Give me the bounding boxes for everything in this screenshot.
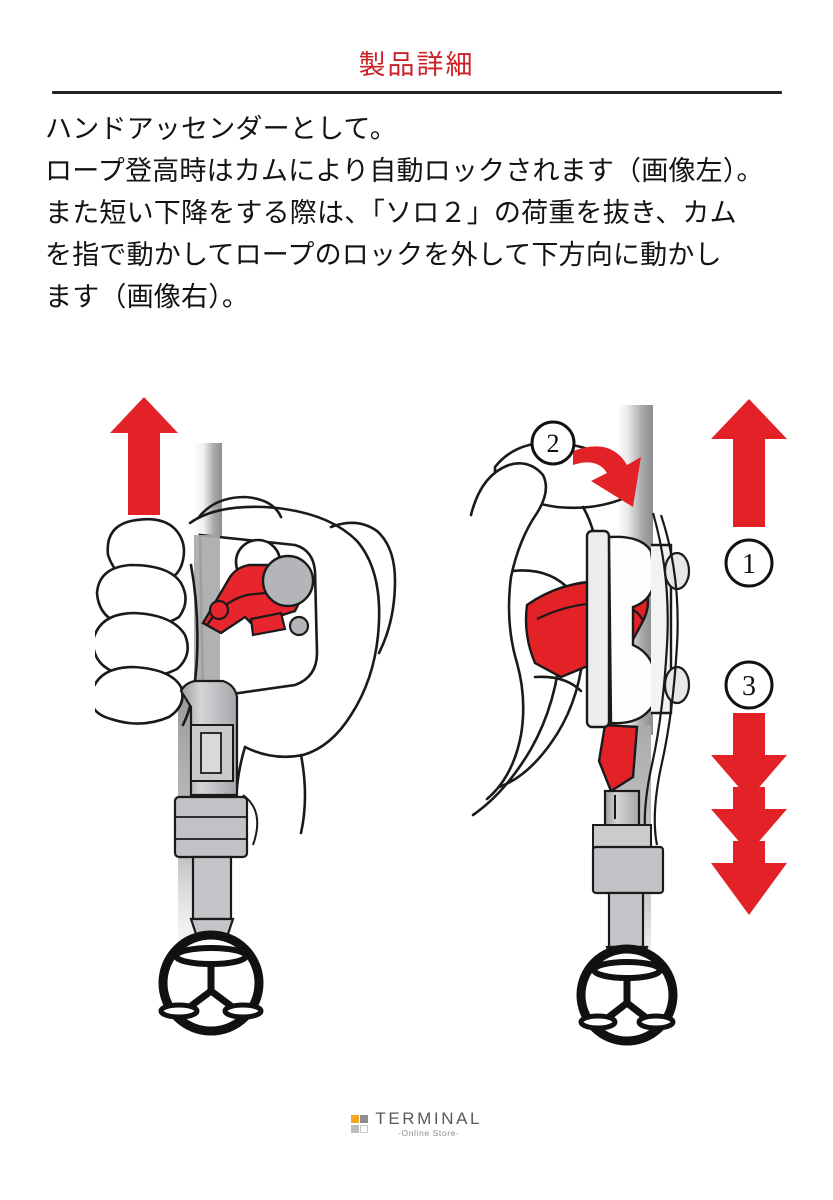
callout-1: 1 [724,538,774,588]
ring-symbol [576,944,678,1046]
figure-descending: 2 1 3 [465,395,815,1055]
callout-2-label: 2 [547,429,560,458]
description-line-5: ます（画像右）。 [45,282,250,312]
callout-3-label: 3 [742,671,756,702]
arrow-up-icon [110,397,178,515]
ascender-rivet [288,615,310,637]
illustration-area: 2 1 3 [0,395,833,1055]
figure-descending-svg: 2 1 3 [469,399,787,1046]
description-line-2: ロープ登高時はカムにより自動ロックされます（画像左）。 [45,156,764,186]
connector-assembly [173,679,259,939]
arrow-up-icon [711,399,787,527]
callout-2: 2 [530,420,641,507]
figure-ascending [89,395,425,1055]
footer: TERMINAL -Online Store- [0,1110,833,1138]
page-title: 製品詳細 [358,50,475,80]
logo-name: TERMINAL [375,1109,483,1128]
logo-square-bottom-left [350,1124,359,1133]
connector-assembly [591,789,665,967]
logo-square-top-right [360,1115,369,1123]
ring-symbol [158,930,264,1036]
hand-illustration [89,495,397,835]
callout-3: 3 [724,660,774,710]
logo-grid-icon [350,1115,369,1133]
logo-square-bottom-right [360,1124,369,1133]
callout-1-label: 1 [742,549,756,580]
locking-barrel [591,845,665,895]
logo-subtitle: -Online Store- [398,1128,460,1138]
arrow-down-icon [711,713,787,915]
locking-barrel [173,795,249,859]
description-text: ハンドアッセンダーとして。 ロープ登高時はカムにより自動ロックされます（画像左）… [45,108,805,318]
description-line-3: また短い下降をする際は、「ソロ２」の荷重を抜き、カム [45,198,737,228]
terminal-logo[interactable]: TERMINAL -Online Store- [350,1110,482,1138]
logo-text: TERMINAL -Online Store- [375,1110,482,1138]
ascender-body [585,512,691,848]
logo-square-top-left [350,1115,359,1123]
cam-thumb-knob [261,554,315,608]
description-line-1: ハンドアッセンダーとして。 [45,114,397,144]
title-divider [52,91,782,94]
figure-ascending-svg [89,397,397,1036]
description-line-4: を指で動かしてロープのロックを外して下方向に動かし [45,240,722,270]
